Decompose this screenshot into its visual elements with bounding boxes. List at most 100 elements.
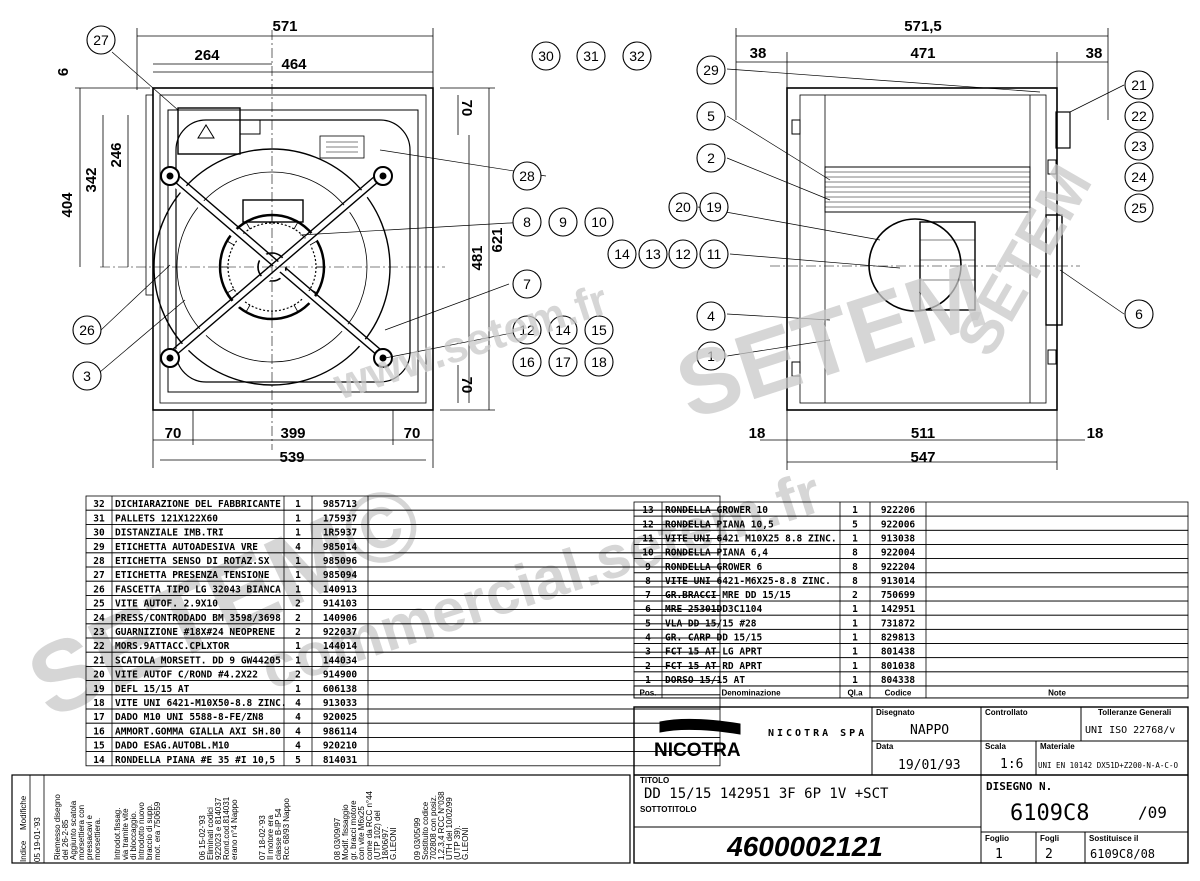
revision-line: come da RCC n°44 [365, 790, 374, 860]
bom-qty: 8 [852, 548, 858, 559]
balloon-label: 21 [1131, 77, 1147, 93]
bom-pos: 17 [93, 712, 104, 723]
balloon-17: 17 [548, 347, 578, 377]
bom-qty: 5 [852, 519, 858, 530]
revision-line: 08 03/09/97 [333, 817, 342, 860]
balloon-label: 22 [1131, 108, 1147, 124]
bom-description: PALLETS 121X122X60 [115, 513, 218, 524]
disegno-number: 6109C8 [1010, 801, 1089, 826]
dim-70-br: 70 [404, 425, 421, 442]
bom-qty: 4 [295, 726, 301, 737]
materiale-label: Materiale [1040, 742, 1075, 751]
bom-pos: 10 [642, 548, 654, 559]
bom-description: DADO M10 UNI 5588-8-FE/ZN8 [115, 712, 264, 723]
bom-code: 922206 [881, 505, 916, 516]
bom-description: VITE UNI 6421-M10X50-8.8 ZINC. [115, 698, 287, 709]
revision-line: Modif. fissaggio [341, 804, 350, 860]
bom-code: 829813 [881, 633, 916, 644]
bom-qty: 1 [295, 513, 301, 524]
title-block [633, 706, 1189, 864]
balloon-12: 12 [512, 315, 542, 345]
balloon-26: 26 [72, 315, 102, 345]
balloon-label: 26 [79, 322, 95, 338]
bom-qty: 4 [295, 542, 301, 553]
sostituisce-label: Sostituisce il [1089, 834, 1138, 843]
dim-70-top: 70 [458, 100, 475, 117]
balloon-label: 31 [583, 48, 599, 64]
bom-qty: 1 [852, 633, 858, 644]
bom-qty: 1 [852, 604, 858, 615]
left-dimension-labels: 571 264 464 6 404 342 246 70 481 621 70 … [55, 18, 506, 466]
bom-qty: 1 [295, 570, 301, 581]
balloon-label: 27 [93, 32, 109, 48]
balloon-label: 2 [707, 150, 715, 166]
bom-pos: 19 [93, 684, 105, 695]
company-name: NICOTRA SPA [768, 728, 867, 739]
revision-line: Introdot.fissag. [113, 808, 122, 860]
balloon-32: 32 [622, 41, 652, 71]
bom-code: 606138 [323, 684, 358, 695]
bom-qty: 1 [295, 641, 301, 652]
bom-code: 985094 [323, 570, 358, 581]
balloon-8: 8 [512, 207, 542, 237]
balloon-16: 16 [512, 347, 542, 377]
bom-code: 914103 [323, 599, 358, 610]
bom-description: GR. CARP DD 15/15 [665, 633, 763, 644]
bom-pos: 26 [93, 584, 105, 595]
bom-code: 985014 [323, 542, 358, 553]
bom-description: GR.BRACCI MRE DD 15/15 [665, 590, 791, 601]
balloon-21: 21 [1124, 70, 1154, 100]
disegno-rev: /09 [1138, 803, 1167, 822]
balloon-1: 1 [696, 341, 726, 371]
balloon-label: 12 [675, 246, 691, 262]
revision-line: 18/06/97. [381, 827, 390, 860]
bom-pos: 27 [93, 570, 104, 581]
bom-description: RONDELLA GROWER 6 [665, 562, 763, 573]
balloon-24: 24 [1124, 162, 1154, 192]
balloon-label: 10 [591, 214, 607, 230]
dim-18-left: 18 [749, 425, 766, 442]
balloon-label: 13 [645, 246, 661, 262]
balloon-label: 9 [559, 214, 567, 230]
bom-code: 814031 [323, 755, 358, 766]
bom-pos: 24 [93, 613, 105, 624]
bom-description: DORSO 15/15 AT [665, 675, 745, 686]
dim-464: 464 [281, 56, 307, 73]
bom-code: 144034 [323, 655, 358, 666]
bom-code: 922004 [881, 548, 916, 559]
dim-342: 342 [83, 167, 100, 192]
balloon-6: 6 [1124, 299, 1154, 329]
balloon-label: 30 [538, 48, 554, 64]
fogli-label: Fogli [1040, 834, 1059, 843]
bom-qty: 1 [295, 684, 301, 695]
bom-pos: 32 [93, 499, 104, 510]
balloon-27: 27 [86, 25, 116, 55]
bom-qty: 1 [295, 499, 301, 510]
bom-pos: 4 [645, 633, 651, 644]
revision-line: Aggiunto scatola [69, 800, 78, 860]
revision-line: gr. bracci motore [349, 800, 358, 860]
bom-code: 913033 [323, 698, 358, 709]
bom-qty: 2 [295, 627, 301, 638]
bom-description: ETICHETTA SENSO DI ROTAZ.SX [115, 556, 270, 567]
bom-description: DISTANZIALE IMB.TRI [115, 528, 224, 539]
bom-qty: 8 [852, 562, 858, 573]
bom-pos: 16 [93, 726, 105, 737]
bom-qty: 1 [852, 647, 858, 658]
front-view-drawing [100, 30, 445, 450]
balloon-25: 25 [1124, 193, 1154, 223]
foglio-label: Foglio [985, 834, 1009, 843]
revision-line: mot. era 750659 [153, 801, 162, 860]
bom-description: GUARNIZIONE #18X#24 NEOPRENE [115, 627, 275, 638]
balloon-label: 7 [523, 276, 531, 292]
dim-547: 547 [910, 449, 935, 466]
balloon-label: 15 [591, 322, 607, 338]
balloon-label: 8 [523, 214, 531, 230]
balloon-15: 15 [584, 315, 614, 345]
revision-block: Indice Modifiche 05 19-01-'93 [11, 774, 631, 864]
bom-description: FCT 15 AT RD APRT [665, 661, 763, 672]
